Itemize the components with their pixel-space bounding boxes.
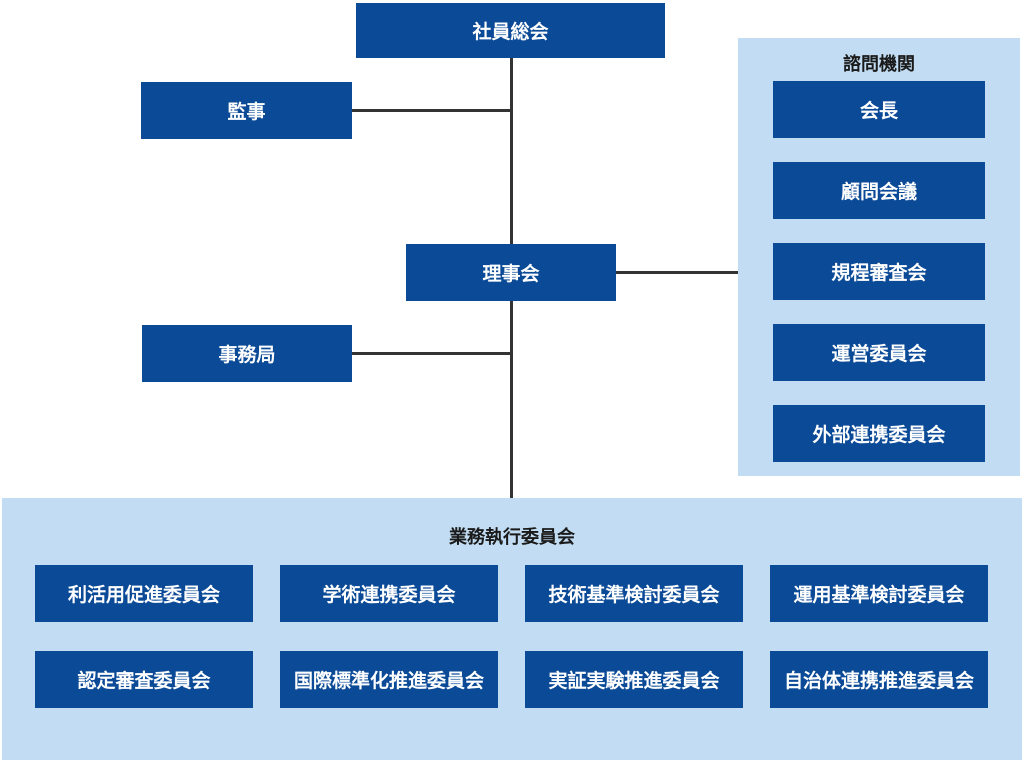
- executive-title: 業務執行委員会: [449, 527, 575, 548]
- executive-item-certification: 認定審査委員会: [35, 651, 253, 708]
- executive-panel: [2, 498, 1022, 760]
- connector-main-lower: [510, 300, 513, 498]
- advisory-item-advisors: 顧問会議: [773, 162, 985, 219]
- executive-item-demonstration: 実証実験推進委員会: [525, 651, 743, 708]
- connector-advisory: [616, 271, 738, 274]
- executive-item-ops-standards: 運用基準検討委員会: [770, 565, 988, 622]
- executive-item-academic: 学術連携委員会: [280, 565, 498, 622]
- executive-item-international: 国際標準化推進委員会: [280, 651, 498, 708]
- connector-auditor: [352, 109, 512, 112]
- auditor-box: 監事: [141, 82, 352, 139]
- connector-main-upper: [510, 58, 513, 246]
- executive-item-utilization: 利活用促進委員会: [35, 565, 253, 622]
- general-meeting-box: 社員総会: [356, 3, 665, 58]
- board-box: 理事会: [406, 244, 616, 301]
- advisory-item-rules-review: 規程審査会: [773, 243, 985, 300]
- connector-secretariat: [352, 352, 512, 355]
- advisory-item-chairman: 会長: [773, 81, 985, 138]
- secretariat-box: 事務局: [142, 325, 352, 382]
- advisory-title: 諮問機関: [843, 54, 915, 75]
- advisory-item-external-liaison: 外部連携委員会: [773, 405, 985, 462]
- executive-item-tech-standards: 技術基準検討委員会: [525, 565, 743, 622]
- executive-item-municipal: 自治体連携推進委員会: [770, 651, 988, 708]
- advisory-item-operations: 運営委員会: [773, 324, 985, 381]
